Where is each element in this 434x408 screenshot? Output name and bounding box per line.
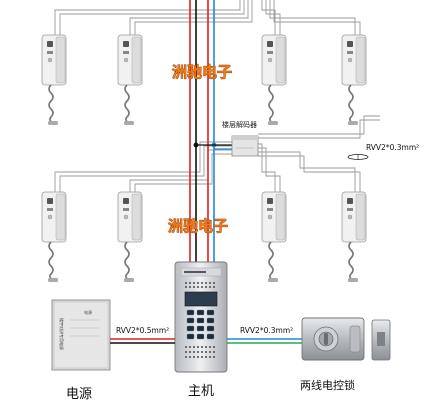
speaker-grille-top xyxy=(185,282,215,288)
indoor-handset xyxy=(117,191,143,283)
speaker-grille-bottom xyxy=(185,346,215,358)
watermark: 洲驰电子 xyxy=(172,63,232,81)
floor-decoder xyxy=(231,135,259,157)
label-lock: 两线电控锁 xyxy=(300,378,355,392)
decoder-label: 楼层解码器 xyxy=(222,120,257,129)
watermark: 洲驰电子 xyxy=(168,217,228,235)
indoor-handset xyxy=(41,34,67,126)
power-supply: 电源 楼宇对讲专用电源 xyxy=(51,299,111,371)
riser-wires xyxy=(189,0,215,262)
lock-wires xyxy=(227,338,302,344)
electric-lock xyxy=(301,317,391,361)
indoor-handset xyxy=(341,191,367,283)
branch-wires xyxy=(54,0,380,192)
psu-panel-title: 电源 xyxy=(84,309,92,315)
cable-spec-left: RVV2*0.5mm² xyxy=(116,326,169,335)
cable-spec-lock: RVV2*0.3mm² xyxy=(240,326,293,335)
label-main: 主机 xyxy=(188,384,214,399)
indoor-handset xyxy=(117,34,143,126)
indoor-handset xyxy=(41,191,67,283)
indoor-handset xyxy=(261,34,287,126)
label-power: 电源 xyxy=(66,387,92,402)
keypad xyxy=(186,309,215,340)
cable-spec-right: RVV2*0.3mm² xyxy=(366,143,419,152)
indoor-handset xyxy=(261,191,287,283)
psu-panel-text: 楼宇对讲专用电源 xyxy=(59,318,65,350)
lcd-screen xyxy=(184,291,218,307)
indoor-handset xyxy=(341,34,367,126)
power-wires xyxy=(110,338,175,344)
main-unit xyxy=(174,261,228,373)
